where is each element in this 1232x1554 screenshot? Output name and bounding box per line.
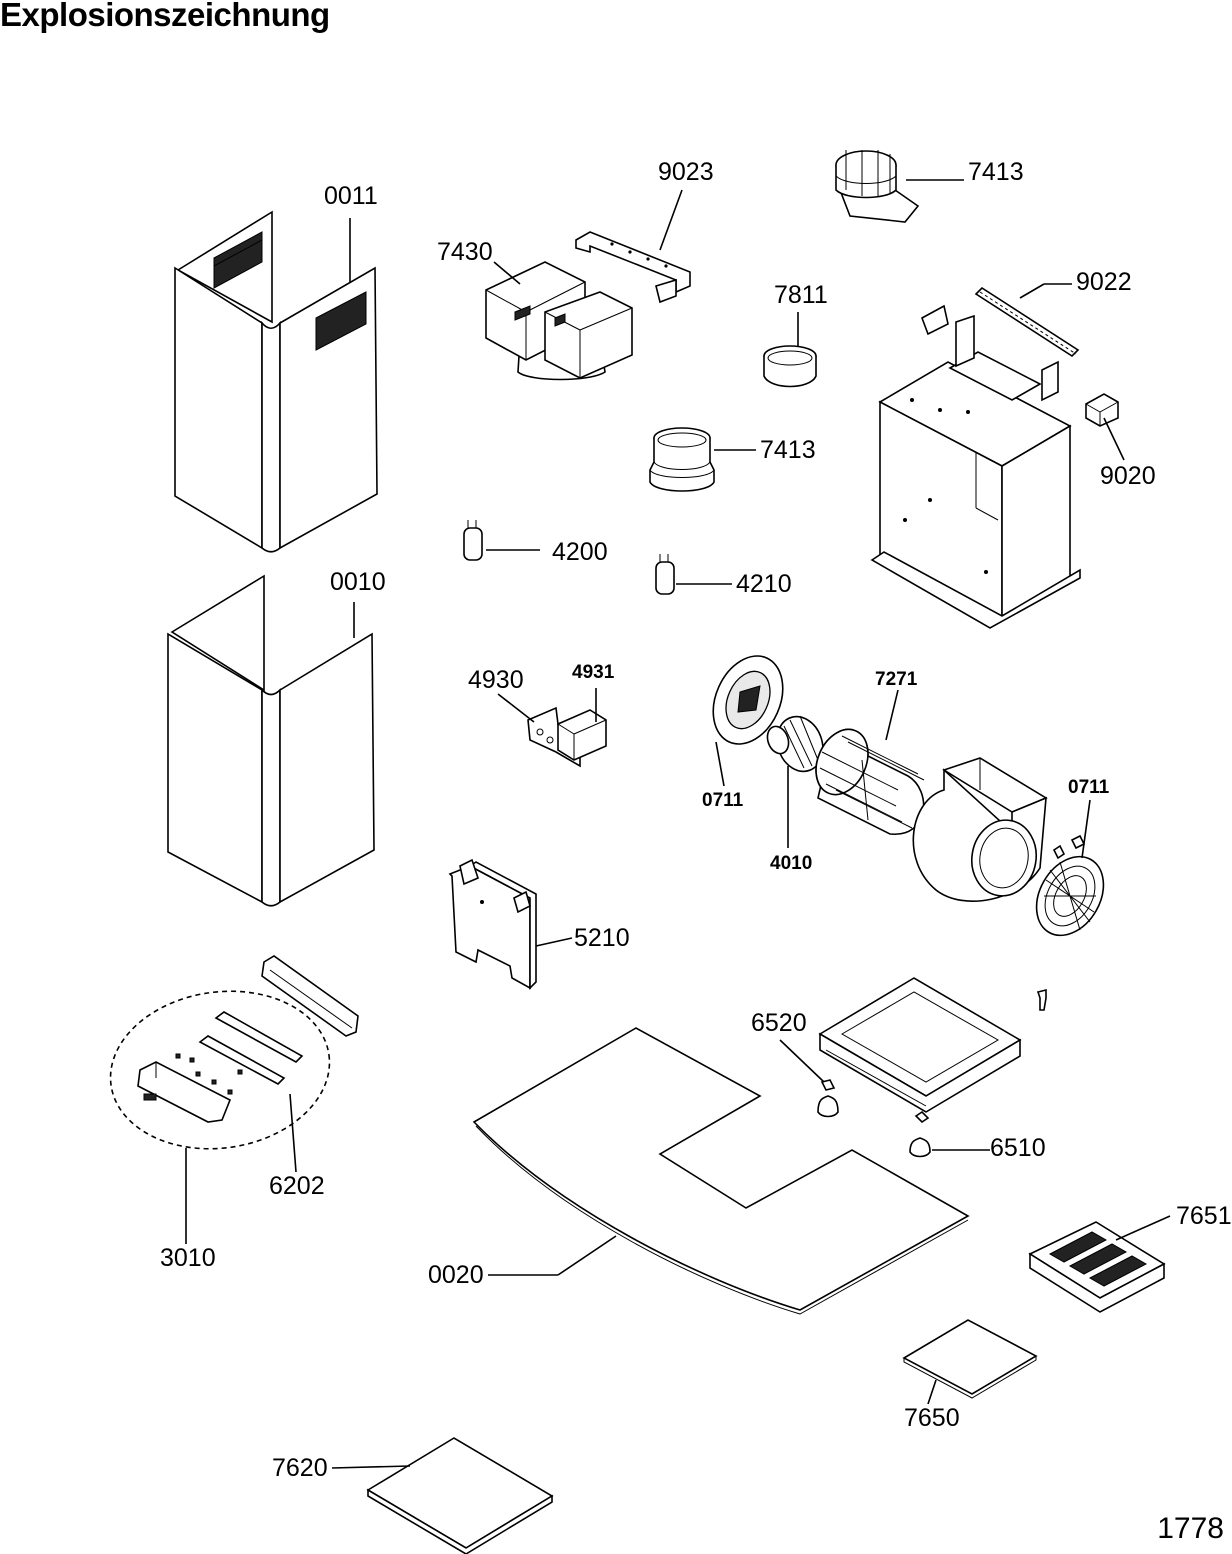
part-7650-filter-mat	[902, 1319, 1038, 1399]
part-5210-control-box	[448, 858, 537, 990]
label-0010: 0010	[330, 568, 386, 596]
part-motor-housing-box	[870, 304, 1081, 629]
label-4200: 4200	[552, 538, 608, 566]
part-7271-fan-wheel	[815, 728, 925, 835]
part-0020-glass-canopy	[472, 1027, 970, 1315]
part-7413-outlet-collar-middle	[649, 427, 715, 492]
part-0010-lower-chimney-cover	[167, 574, 375, 907]
part-7651-filter-holder	[1028, 1221, 1166, 1313]
part-6510-knob	[909, 1137, 931, 1158]
label-7413-middle: 7413	[760, 436, 816, 464]
part-9023-bracket	[575, 231, 691, 304]
part-6520-knob	[817, 1079, 839, 1118]
part-4931-transformer	[557, 709, 607, 761]
label-9022: 9022	[1076, 268, 1132, 296]
label-4010: 4010	[770, 853, 812, 874]
label-9023: 9023	[658, 158, 714, 186]
label-7651: 7651	[1176, 1202, 1232, 1230]
part-9020-clip	[1085, 393, 1119, 427]
part-0711-inlet-grille-right	[1035, 834, 1105, 937]
label-4930: 4930	[468, 666, 524, 694]
label-7430: 7430	[437, 238, 493, 266]
part-fan-scroll-housing	[912, 757, 1048, 902]
label-6510: 6510	[990, 1134, 1046, 1162]
label-6520: 6520	[751, 1009, 807, 1037]
part-screw	[1036, 988, 1047, 1011]
page-title: Explosionszeichnung	[0, 0, 330, 33]
part-7811-ring	[763, 345, 817, 388]
label-0711-left: 0711	[702, 790, 744, 811]
part-0011-upper-chimney-cover	[174, 210, 378, 553]
part-4210-capacitor	[655, 554, 675, 595]
label-7271: 7271	[875, 669, 918, 690]
leader-lines	[185, 179, 1171, 1469]
label-3010: 3010	[160, 1244, 216, 1272]
part-0711-inlet-plate-left	[712, 655, 784, 745]
label-0711-right: 0711	[1068, 777, 1110, 798]
label-0011: 0011	[324, 182, 378, 210]
part-7413-outlet-collar-upper	[835, 150, 920, 223]
label-7413-upper: 7413	[968, 158, 1024, 186]
part-7620-charcoal-filter	[366, 1437, 554, 1554]
part-filter-frame	[818, 977, 1022, 1124]
label-4931: 4931	[572, 662, 615, 683]
label-0020: 0020	[428, 1261, 484, 1289]
label-7811: 7811	[774, 281, 828, 309]
part-labels: 0011 9023 7430 7413 7811 9022 7413 9020 …	[160, 158, 1232, 1482]
label-7650: 7650	[904, 1404, 960, 1432]
part-4010-motor	[766, 715, 824, 773]
label-6202: 6202	[269, 1172, 325, 1200]
label-4210: 4210	[736, 570, 792, 598]
part-3010-control-unit-group	[109, 955, 359, 1150]
label-5210: 5210	[574, 924, 630, 952]
label-7620: 7620	[272, 1454, 328, 1482]
label-9020: 9020	[1100, 462, 1156, 490]
part-4200-capacitor	[463, 520, 483, 561]
part-9022-strip	[974, 286, 1080, 358]
part-7430-air-deflector	[485, 261, 633, 381]
drawing-code: 1778	[1157, 1512, 1224, 1545]
